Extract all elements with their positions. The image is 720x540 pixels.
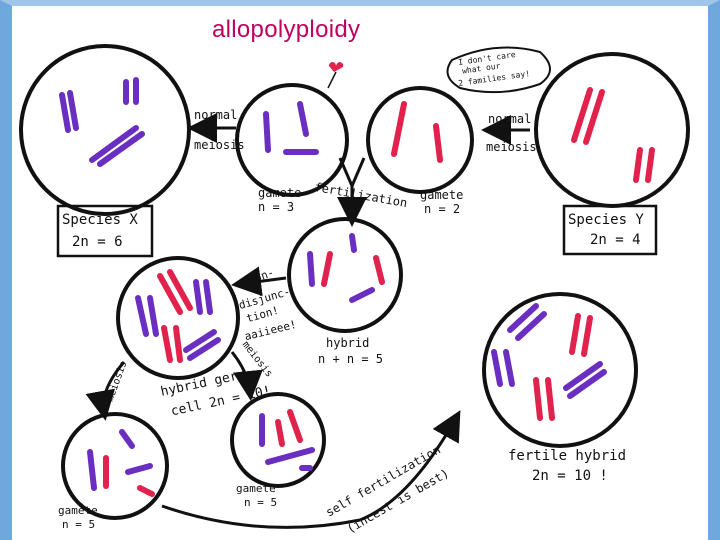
- fertile-hybrid-count: 2n = 10 !: [532, 468, 608, 484]
- slide-title: allopolyploidy: [212, 16, 361, 43]
- gamete-bottom-left-label: gamete: [58, 504, 98, 517]
- species-x-name: Species X: [62, 212, 138, 228]
- gamete-y-label: gamete: [420, 188, 464, 202]
- normal-meiosis-label-left-2: meiosis: [194, 138, 245, 152]
- species-x-count: 2n = 6: [72, 234, 123, 250]
- gamete-bottom-left-cell: [61, 412, 169, 520]
- fertile-hybrid-cell: [482, 292, 638, 448]
- species-x-chromosomes: [59, 77, 145, 167]
- heart-stem: [327, 71, 337, 89]
- gamete-bottom-mid-cell: [230, 392, 326, 488]
- gamete-y-count: n = 2: [424, 202, 461, 216]
- species-y-chromosomes: [571, 87, 655, 183]
- arrows: [85, 113, 530, 529]
- hybrid-label: hybrid: [326, 336, 370, 350]
- gamete-bottom-mid-label: gamete: [236, 482, 276, 495]
- heart-icon: [329, 62, 344, 72]
- germ-cell: [116, 256, 240, 380]
- speech-bubble: [446, 46, 551, 94]
- normal-meiosis-label-left: normal: [194, 108, 238, 122]
- hybrid-count: n + n = 5: [318, 352, 384, 366]
- gamete-y-cell: [366, 86, 474, 194]
- normal-meiosis-label-right: normal: [488, 112, 532, 126]
- gamete-x-label: gamete: [258, 186, 302, 200]
- gamete-x-cell: [235, 83, 349, 197]
- normal-meiosis-label-right-2: meiosis: [486, 140, 537, 154]
- fertile-hybrid-label: fertile hybrid: [508, 448, 627, 464]
- gamete-bottom-left-count: n = 5: [62, 518, 96, 531]
- species-y-box: [562, 204, 658, 256]
- hybrid-cell: [287, 217, 403, 333]
- species-y-count: 2n = 4: [590, 232, 641, 248]
- species-y-cell: [534, 52, 690, 208]
- species-y-name: Species Y: [568, 212, 644, 228]
- gamete-x-count: n = 3: [258, 200, 295, 214]
- gamete-bottom-mid-count: n = 5: [244, 496, 278, 509]
- species-x-box: [56, 204, 154, 258]
- species-x-cell: [19, 44, 191, 216]
